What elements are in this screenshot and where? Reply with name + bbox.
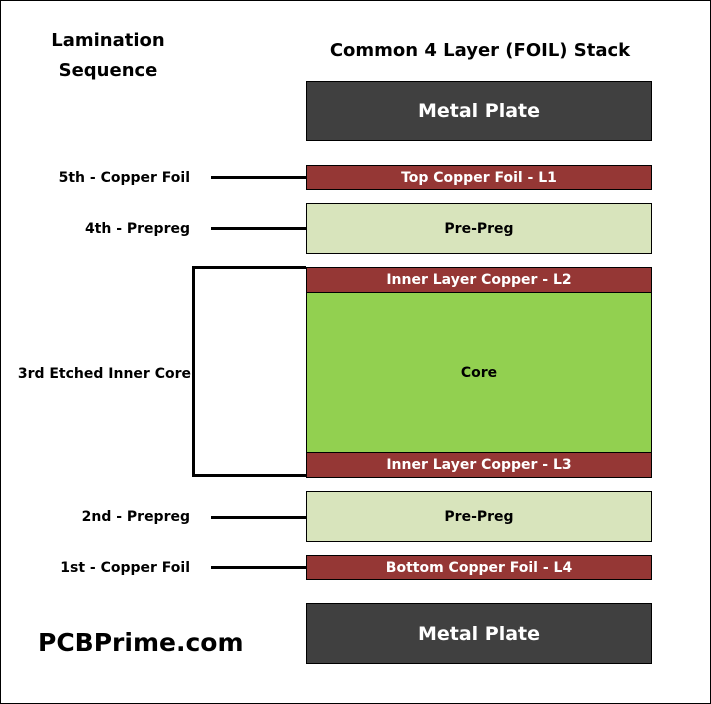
top-copper-foil-l1: Top Copper Foil - L1: [306, 165, 652, 190]
connector-line-step-5: [211, 176, 306, 179]
stack-title: Common 4 Layer (FOIL) Stack: [329, 40, 631, 61]
inner-core-bracket: [192, 266, 306, 477]
sequence-step-3: 3rd Etched Inner Core: [17, 366, 191, 382]
top-copper-foil-label: Top Copper Foil - L1: [401, 169, 557, 186]
inner-copper-l2: Inner Layer Copper - L2: [306, 267, 652, 293]
sequence-step-5: 5th - Copper Foil: [58, 170, 190, 186]
sequence-step-1: 1st - Copper Foil: [60, 560, 190, 576]
connector-line-step-2: [211, 516, 306, 519]
sequence-step-4: 4th - Prepreg: [84, 221, 190, 237]
bottom-prepreg-label: Pre-Preg: [444, 508, 514, 525]
connector-line-step-1: [211, 566, 306, 569]
brand-logo-text: PCBPrime.com: [38, 628, 244, 657]
top-metal-plate: Metal Plate: [306, 81, 652, 141]
inner-copper-l3: Inner Layer Copper - L3: [306, 452, 652, 478]
top-prepreg-label: Pre-Preg: [444, 220, 514, 237]
inner-copper-l3-label: Inner Layer Copper - L3: [386, 457, 572, 473]
bottom-metal-plate: Metal Plate: [306, 603, 652, 664]
core-label: Core: [460, 364, 498, 381]
core-layer: Core: [306, 292, 652, 453]
connector-line-step-4: [211, 227, 306, 230]
bottom-metal-plate-label: Metal Plate: [417, 622, 541, 645]
bottom-copper-foil-label: Bottom Copper Foil - L4: [385, 559, 573, 576]
top-metal-plate-label: Metal Plate: [417, 100, 541, 122]
sequence-step-2: 2nd - Prepreg: [81, 509, 190, 525]
top-prepreg: Pre-Preg: [306, 203, 652, 254]
inner-copper-l2-label: Inner Layer Copper - L2: [386, 272, 572, 288]
lamination-sequence-title: Lamination Sequence: [51, 30, 165, 81]
bottom-copper-foil-l4: Bottom Copper Foil - L4: [306, 555, 652, 580]
bottom-prepreg: Pre-Preg: [306, 491, 652, 542]
